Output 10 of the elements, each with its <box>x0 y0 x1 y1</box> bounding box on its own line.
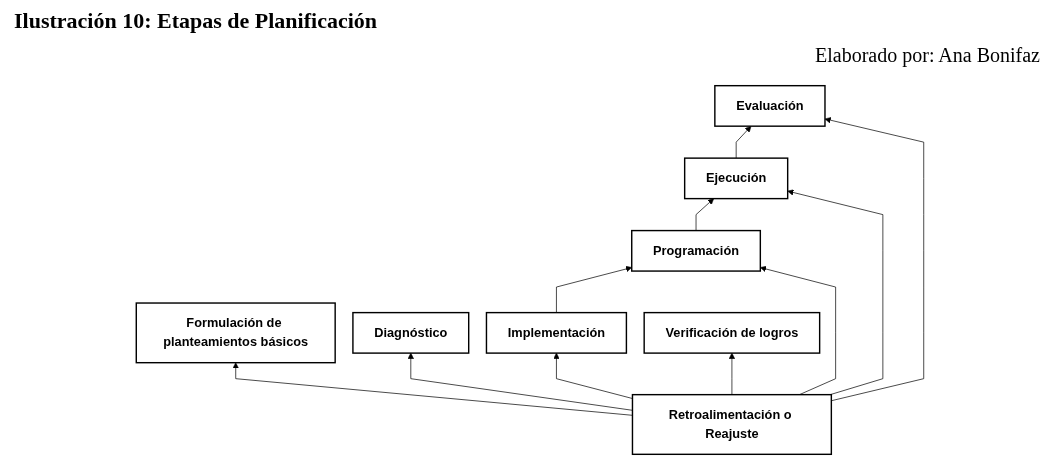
figure-title: Ilustración 10: Etapas de Planificación <box>14 8 377 34</box>
author-note: Elaborado por: Ana Bonifaz <box>815 44 1040 67</box>
node-box: Diagnóstico <box>352 311 470 354</box>
node-box: Formulación de planteamientos básicos <box>135 302 336 364</box>
node-box: Ejecución <box>683 157 789 200</box>
node-box: Retroalimentación o Reajuste <box>631 393 833 456</box>
node-box: Programación <box>631 229 762 272</box>
node-box: Implementación <box>485 311 628 354</box>
node-box: Evaluación <box>714 84 826 127</box>
node-box: Verificación de logros <box>643 311 821 354</box>
